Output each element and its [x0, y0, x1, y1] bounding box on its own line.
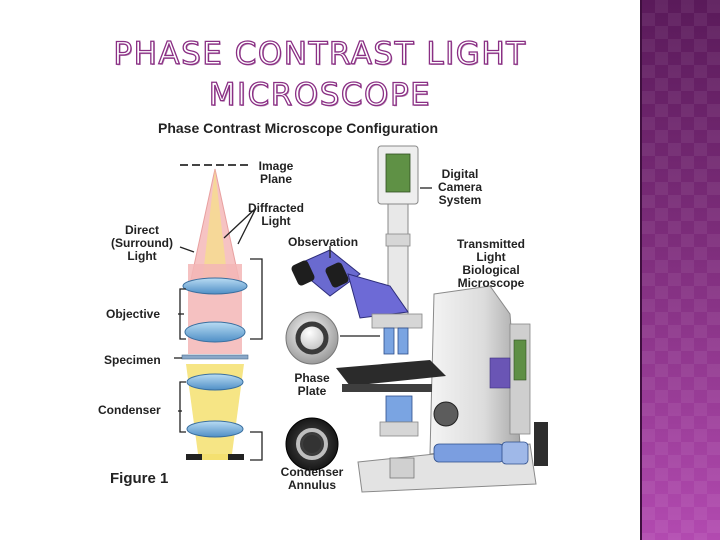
label-condenser: Condenser: [98, 403, 161, 417]
label-objective: Objective: [106, 307, 161, 321]
phase-plate-disk: [285, 311, 380, 365]
diffracted-light-beam-upper: [202, 169, 228, 284]
label-specimen: Specimen: [104, 353, 161, 367]
specimen-slide: [181, 354, 249, 360]
figure-number: Figure 1: [110, 470, 169, 487]
microscope-diagram: [174, 145, 548, 493]
side-panel-border: [640, 0, 642, 540]
optical-path-diagram: [174, 164, 263, 461]
condenser-lens-lower: [186, 420, 244, 438]
label-digital-camera-system: Digital Camera System: [437, 167, 483, 207]
label-phase-plate: Phase Plate: [294, 371, 330, 398]
label-diffracted-light: Diffracted Light: [247, 201, 304, 228]
label-transmitted-light-biological-microscope: Transmitted Light Biological Microscope: [456, 237, 525, 290]
slide-title: PHASE CONTRAST LIGHT MICROSCOPE: [113, 35, 527, 113]
annulus-ring-gap: [202, 454, 228, 460]
label-observation: Observation: [288, 235, 359, 249]
objective-lens-upper: [182, 277, 248, 295]
figure-heading: Phase Contrast Microscope Configuration: [158, 120, 439, 136]
condenser-annulus-disk: [285, 417, 339, 471]
label-image-plane: Image Plane: [258, 159, 294, 186]
objective-lens-lower: [184, 321, 246, 343]
microscope-figure: Phase Contrast Microscope Configuration …: [90, 114, 550, 504]
decorative-side-panel: [642, 0, 720, 540]
microscope-illustration: [291, 145, 548, 493]
label-condenser-annulus: Condenser Annulus: [280, 465, 344, 492]
condenser-lens-upper: [186, 373, 244, 391]
label-direct-surround-light: Direct (Surround) Light: [111, 223, 173, 263]
